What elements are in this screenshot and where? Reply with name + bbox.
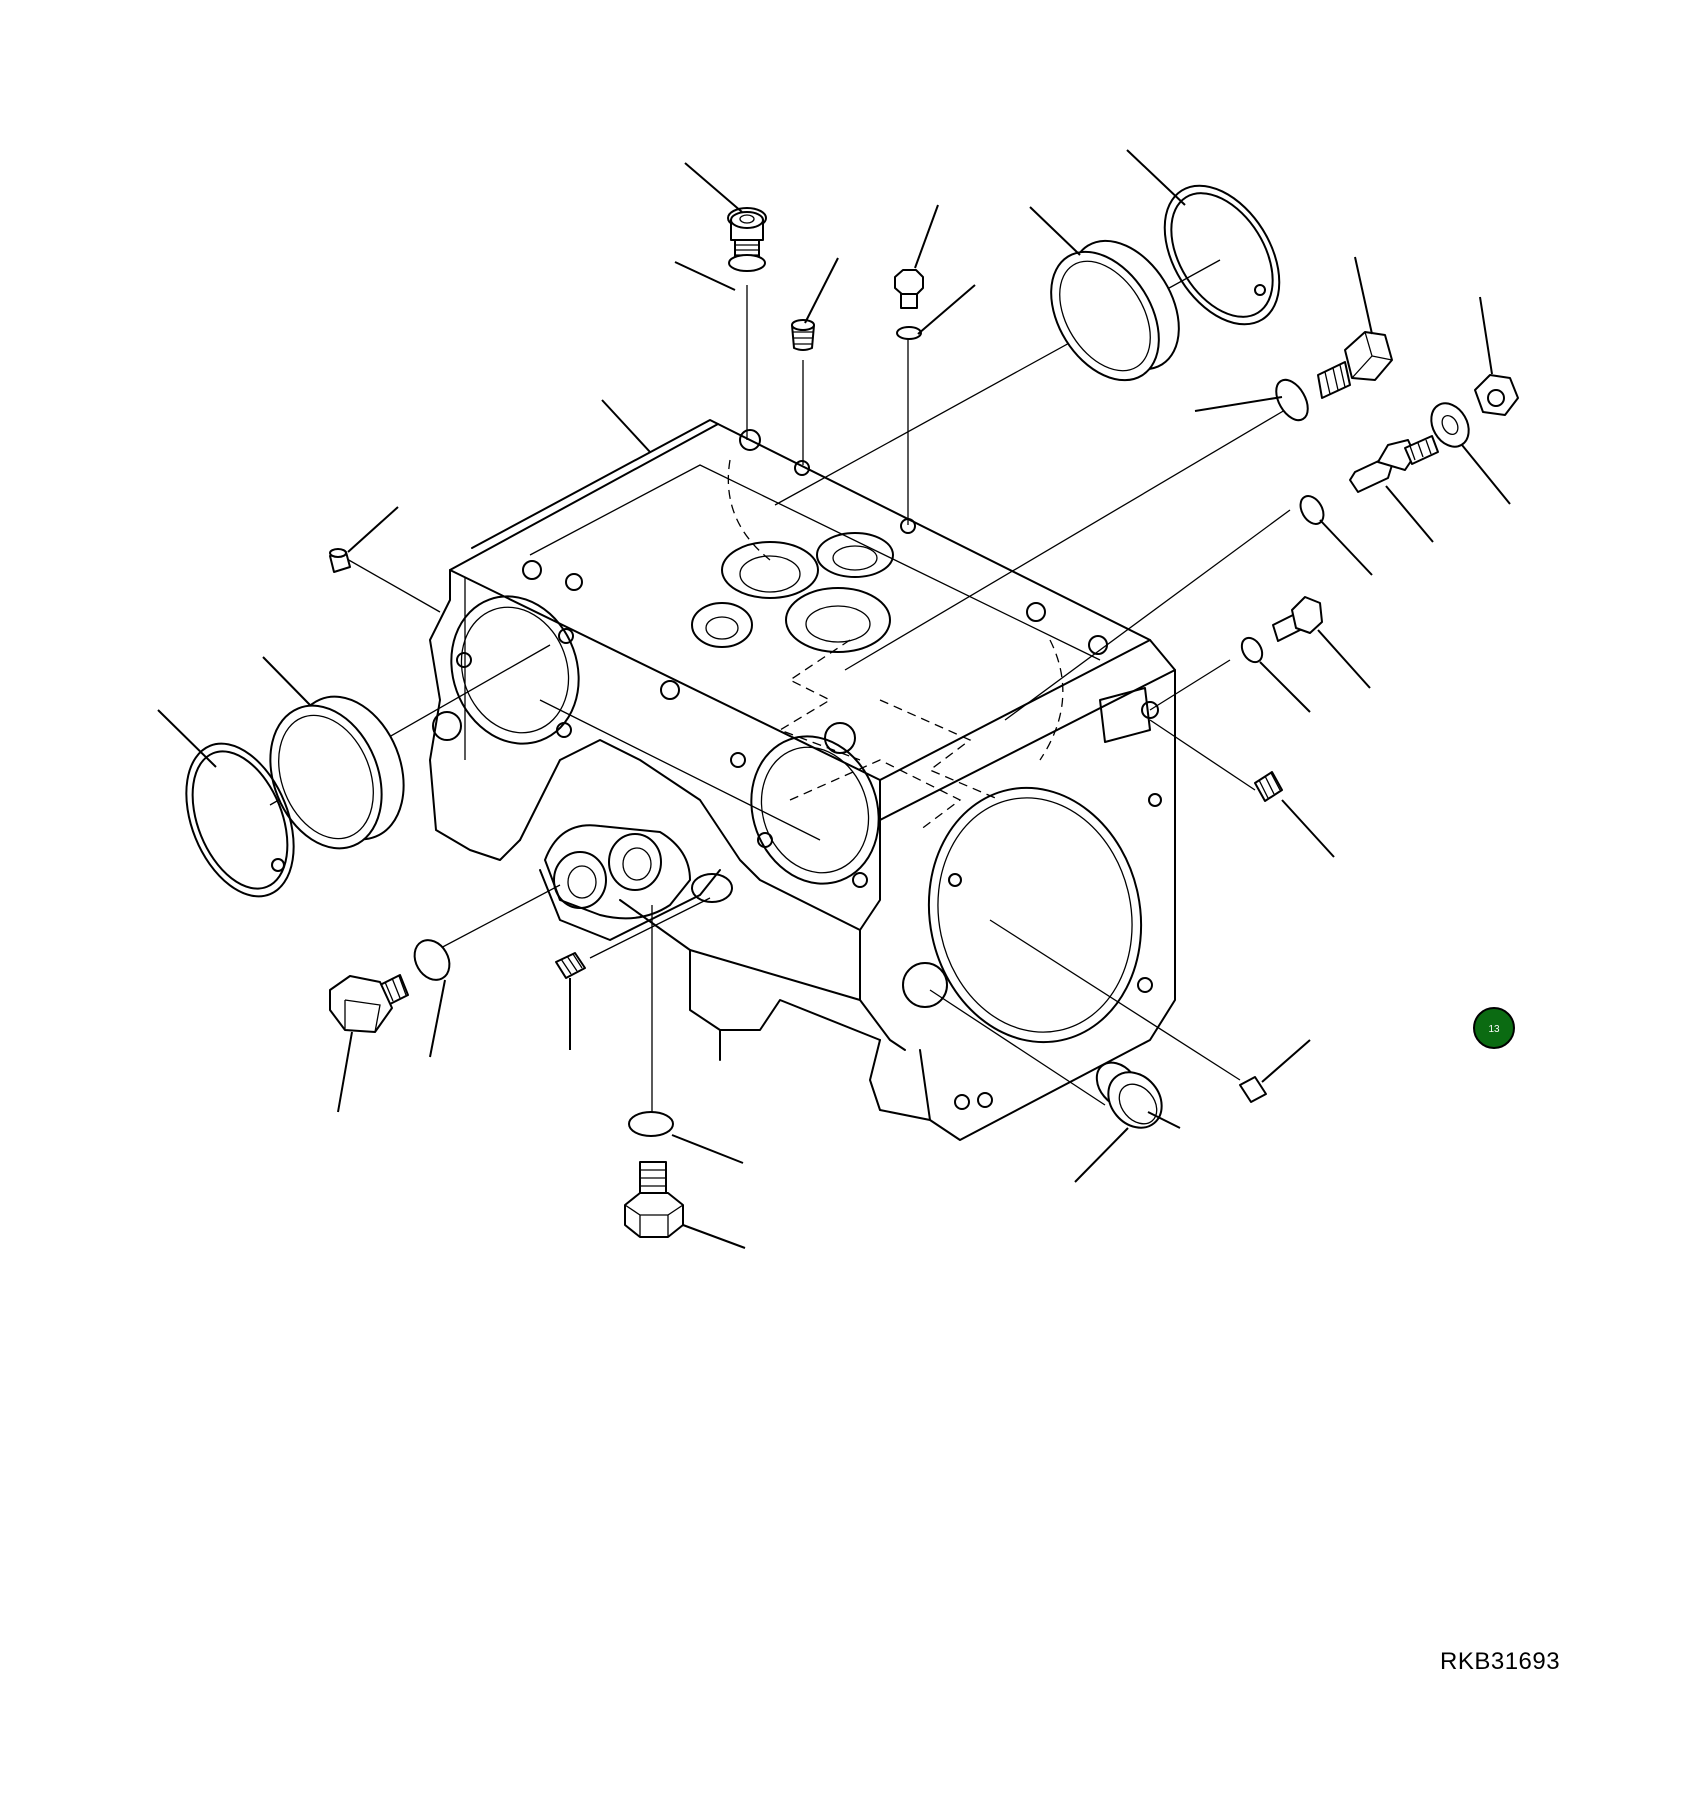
set-screw-lower [555, 952, 586, 979]
plug-lower-right [1095, 1061, 1163, 1129]
sleeve-top [1050, 239, 1180, 382]
adjusting-screw [1349, 435, 1439, 493]
hex-plug-top [894, 269, 924, 309]
hex-plug-right [1272, 596, 1323, 642]
o-ring-right-2 [1299, 495, 1325, 525]
hex-bolt-right [1317, 331, 1393, 399]
hex-bolt-bottom [624, 1161, 684, 1238]
dowel-pin-left [329, 548, 351, 573]
set-screw-right [1254, 771, 1283, 802]
o-ring-right-3 [1240, 636, 1264, 664]
callout-badge-label: 13 [1488, 1024, 1500, 1035]
socket-head-plug [727, 207, 767, 262]
set-screw-top [791, 319, 815, 351]
callout-badge-circle [1473, 1007, 1515, 1049]
snap-ring-left [185, 742, 295, 898]
hex-nut [1474, 374, 1519, 416]
dowel-pin-right [1239, 1076, 1267, 1103]
o-ring-top-1 [728, 254, 766, 272]
o-ring-lower-left [413, 939, 451, 981]
alignment-lines [269, 259, 1291, 1135]
snap-ring-top [1163, 184, 1281, 326]
o-ring-bottom [628, 1111, 674, 1137]
pump-housing [429, 419, 1176, 1141]
washer [1430, 402, 1470, 448]
drawing-code: RKB31693 [1440, 1648, 1561, 1675]
o-ring-top-2 [896, 326, 922, 340]
sleeve-left [269, 695, 405, 850]
o-ring-right-1 [1275, 378, 1309, 422]
callout-leaders [157, 149, 1511, 1249]
hex-bolt-lower-left [329, 974, 409, 1033]
callout-badge[interactable]: 13 [1473, 1007, 1515, 1049]
